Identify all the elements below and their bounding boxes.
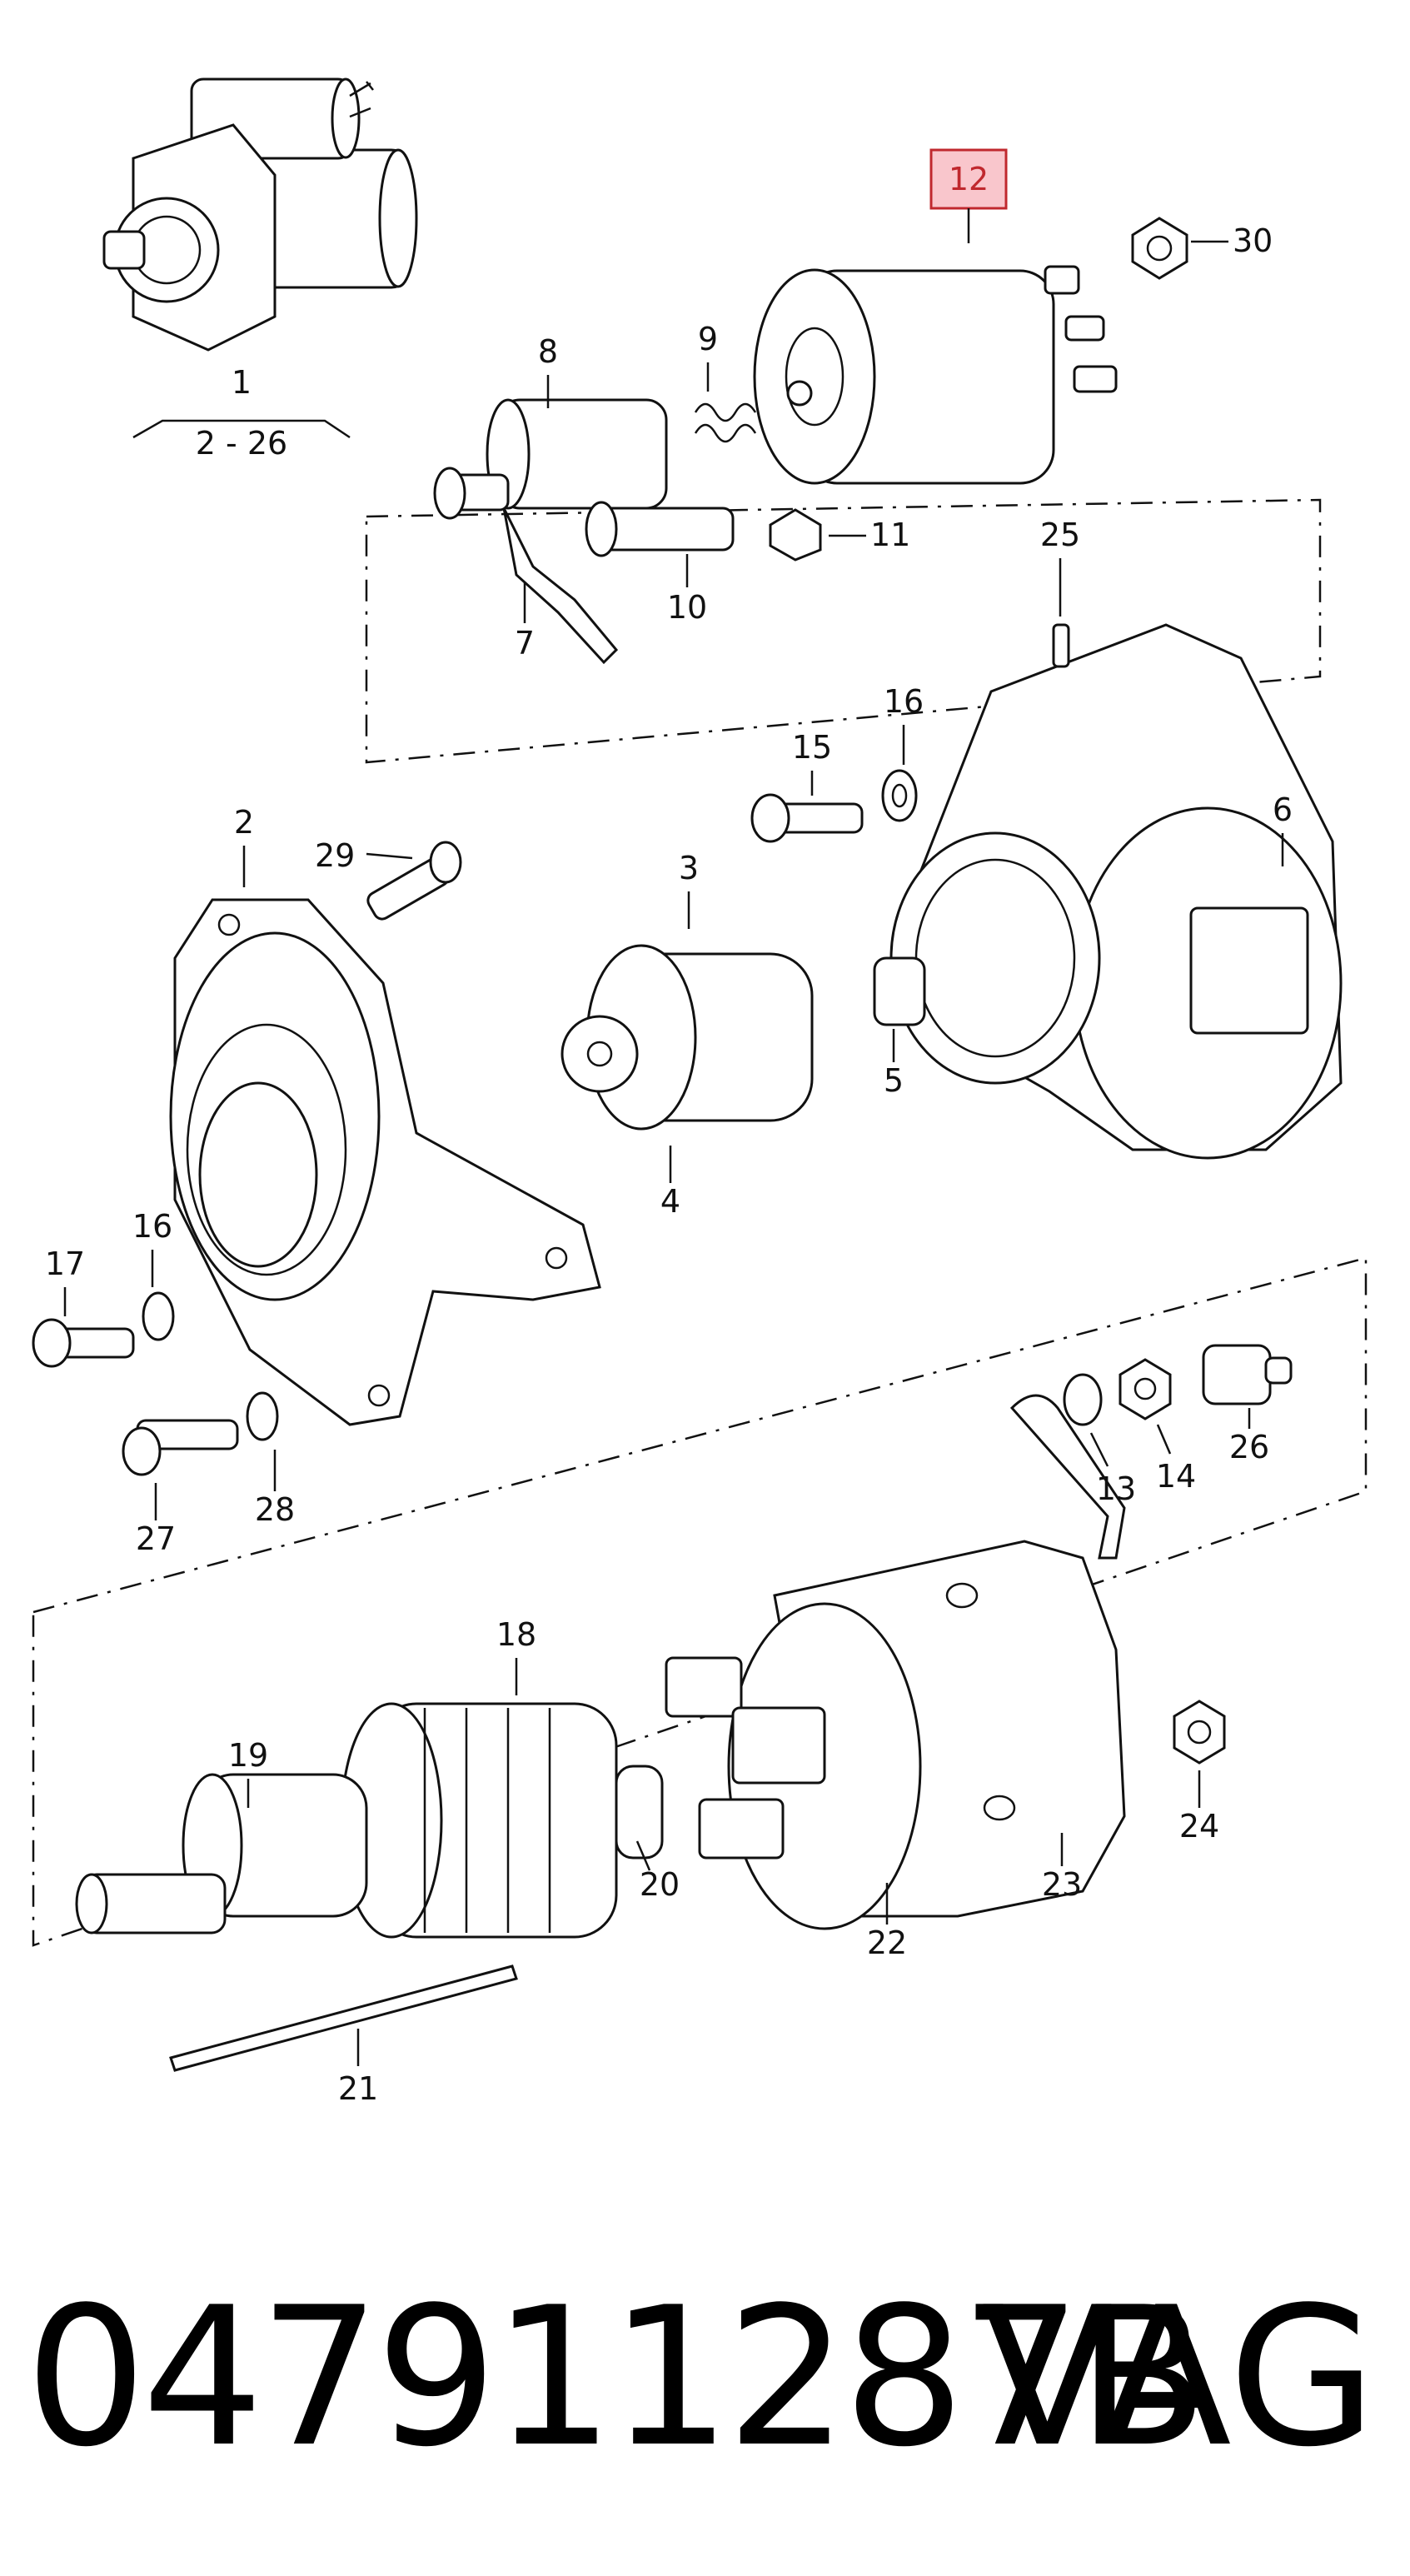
callout-6: 6 — [1273, 791, 1293, 828]
brand-name: VAG — [981, 2267, 1377, 2489]
callout-10: 10 — [667, 589, 707, 626]
callout-28: 28 — [255, 1491, 295, 1528]
engaging-lever-7 — [502, 507, 619, 665]
callout-7: 7 — [515, 625, 535, 661]
callout-20: 20 — [640, 1866, 680, 1903]
callout-24: 24 — [1179, 1808, 1219, 1845]
washer-16-upper — [881, 769, 918, 822]
solenoid-group-outline — [365, 498, 1322, 764]
solenoid-switch — [753, 265, 1118, 485]
callout-8: 8 — [538, 333, 558, 370]
callout-14: 14 — [1156, 1458, 1196, 1495]
motor-group-outline — [32, 1256, 1368, 1947]
cap-26 — [1202, 1344, 1293, 1405]
starter-assembly-thumbnail — [102, 77, 418, 352]
callout-30: 30 — [1233, 222, 1273, 259]
brush-housing-6 — [889, 623, 1343, 1160]
callout-2: 2 — [234, 804, 254, 841]
nut-14 — [1119, 1358, 1172, 1420]
callout-26: 26 — [1229, 1429, 1269, 1465]
callout-27: 27 — [136, 1520, 176, 1557]
washer-13 — [1063, 1373, 1103, 1426]
callout-4: 4 — [660, 1183, 680, 1220]
callout-19: 19 — [228, 1737, 268, 1774]
nut-24 — [1173, 1700, 1226, 1765]
callout-15: 15 — [792, 729, 832, 766]
bolt-17 — [32, 1318, 135, 1368]
assembly-bracket — [132, 419, 351, 439]
callout-13: 13 — [1096, 1470, 1136, 1507]
bolt-27 — [122, 1419, 239, 1476]
callout-11: 11 — [870, 517, 910, 553]
callout-16-lower: 16 — [132, 1208, 172, 1245]
field-cable — [1009, 1394, 1126, 1560]
stud-10 — [585, 501, 735, 557]
pinion-drive-3 — [561, 944, 926, 1131]
callout-assembly: 1 — [232, 364, 252, 401]
bolt-15 — [750, 793, 864, 843]
washer-28 — [246, 1391, 279, 1441]
callout-22: 22 — [867, 1925, 907, 1961]
callout-9: 9 — [698, 321, 718, 357]
footer: 047911287B VAG — [0, 2241, 1410, 2516]
washer-16-lower — [142, 1291, 175, 1341]
callout-18: 18 — [496, 1616, 536, 1653]
exploded-parts-diagram: 1 2 - 26 12 30 8 7 9 10 — [32, 77, 1368, 2107]
callout-29: 29 — [315, 837, 355, 874]
brush-plate-22 — [665, 1656, 826, 1860]
callout-16-upper: 16 — [884, 683, 924, 720]
drive-end-flange-2 — [169, 898, 601, 1426]
callout-12: 12 — [949, 161, 989, 197]
part-number: 047911287B — [25, 2267, 1208, 2489]
plunger-8 — [433, 398, 668, 520]
armature-18 — [75, 1702, 664, 1939]
callout-3: 3 — [679, 850, 699, 886]
clip-11 — [769, 508, 822, 562]
callout-25: 25 — [1040, 517, 1080, 553]
shaft-21 — [169, 1964, 518, 2072]
callout-17: 17 — [45, 1246, 85, 1282]
callout-21: 21 — [338, 2070, 378, 2107]
nut-30 — [1131, 217, 1188, 280]
screw-29 — [366, 841, 462, 921]
callout-5: 5 — [884, 1062, 904, 1099]
callout-assembly-range: 2 - 26 — [196, 425, 287, 462]
spring-9 — [694, 402, 757, 443]
callout-23: 23 — [1042, 1866, 1082, 1903]
